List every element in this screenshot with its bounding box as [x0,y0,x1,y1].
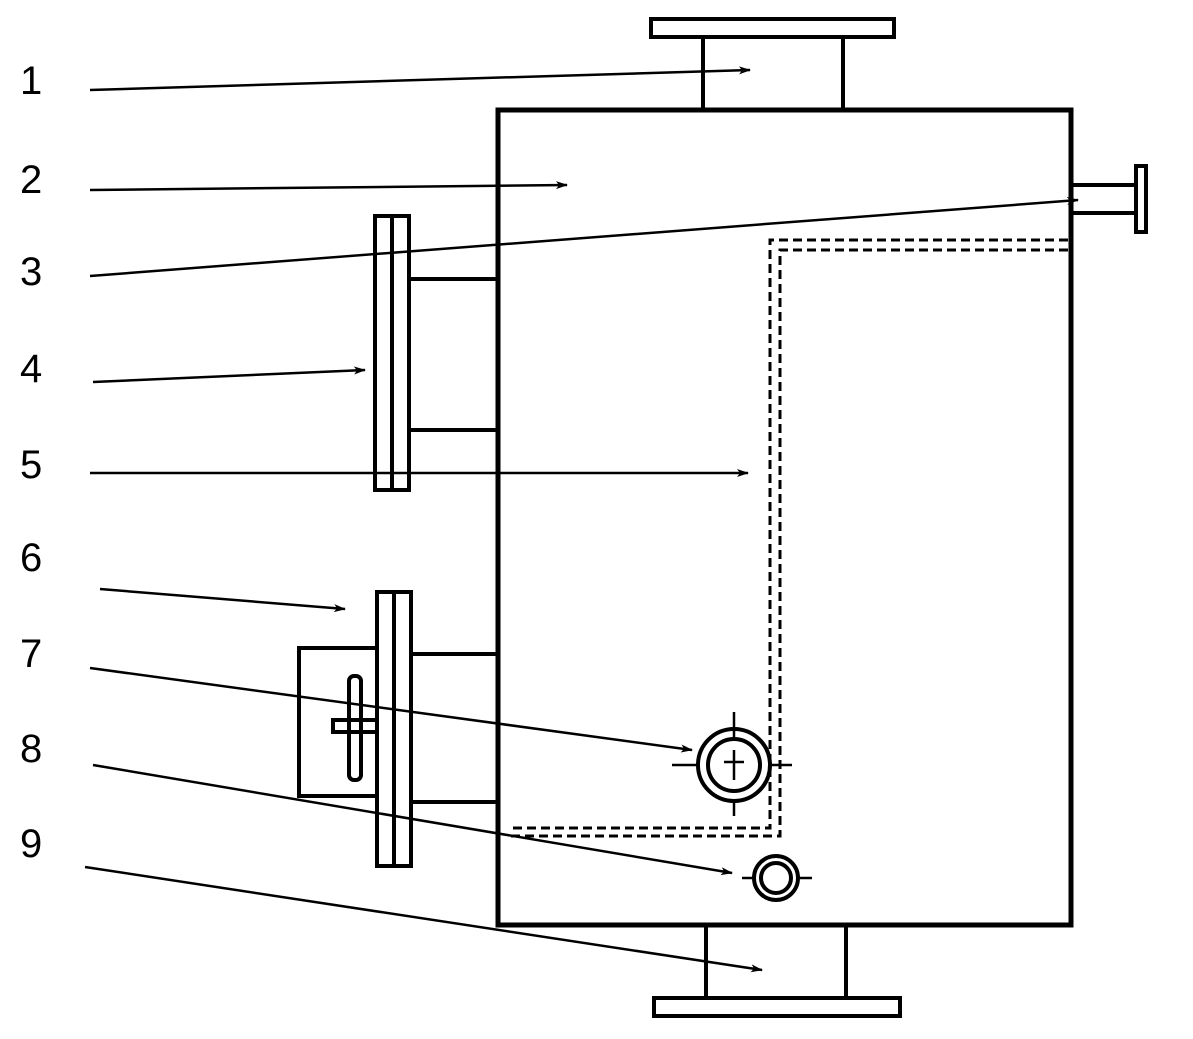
label-5: 5 [20,443,42,487]
top-nozzle [649,17,896,110]
leader-2 [89,181,568,192]
leader-arrows [84,66,1079,973]
lower-flange [297,590,498,868]
leader-7 [89,666,693,753]
leader-9 [84,865,763,973]
leader-4 [92,366,366,384]
label-6: 6 [20,536,42,580]
label-4: 4 [20,347,42,391]
label-3: 3 [20,250,42,294]
label-7: 7 [20,632,42,676]
label-1: 1 [20,59,42,103]
drain-port [742,854,812,902]
label-9: 9 [20,822,42,866]
sight-port [672,712,792,816]
vessel-shell [495,107,1074,928]
label-2: 2 [20,158,42,202]
label-8: 8 [20,727,42,771]
labels: 1 2 3 4 5 6 7 8 9 [20,59,42,866]
leader-6 [99,587,346,613]
upper-flange [373,214,498,492]
bottom-nozzle [652,925,902,1018]
leader-1 [89,66,751,92]
side-nozzle [1071,164,1148,234]
leader-3 [89,196,1079,278]
leader-8 [92,763,733,876]
internal-baffle [508,238,1068,838]
